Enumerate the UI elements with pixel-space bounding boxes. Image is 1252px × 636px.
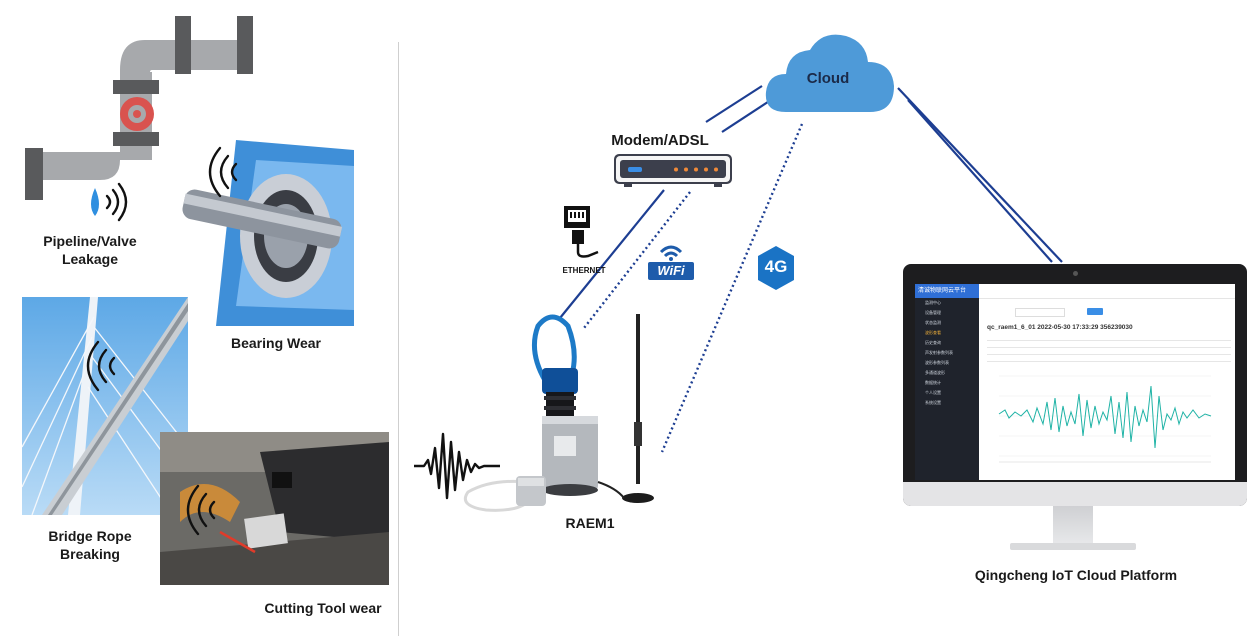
cellular-4g-icon xyxy=(758,246,794,290)
ethernet-label: ETHERNET xyxy=(562,266,606,275)
pipeline-valve-illustration xyxy=(25,16,253,222)
monitor-camera xyxy=(1073,271,1078,276)
cloud-platform-line-2 xyxy=(907,99,1053,263)
section-divider xyxy=(398,42,399,636)
monitor-stand-neck xyxy=(1053,506,1093,544)
screen-sidebar: 清诚物联网云平台 监测中心设备管理状态监测波形查看历史查询声发射参数列表波形参数… xyxy=(915,284,979,480)
screen-menu-item: 设备管理 xyxy=(925,310,941,315)
screen-menu-item: 监测中心 xyxy=(925,300,941,305)
screen-menu-item: 多通道波形 xyxy=(925,370,945,375)
bearing-sound-waves-icon xyxy=(208,146,238,198)
platform-monitor: 清诚物联网云平台 监测中心设备管理状态监测波形查看历史查询声发射参数列表波形参数… xyxy=(903,264,1247,506)
ethernet-icon xyxy=(564,206,599,258)
monitor-stand-base xyxy=(1010,543,1136,550)
screen-menu-item: 波形查看 xyxy=(925,330,941,335)
cloud-modem-line-2 xyxy=(721,97,775,133)
cutting-sound-waves-icon xyxy=(186,484,216,536)
screen-menu-item: 历史查询 xyxy=(925,340,941,345)
platform-screen: 清诚物联网云平台 监测中心设备管理状态监测波形查看历史查询声发射参数列表波形参数… xyxy=(915,284,1235,480)
acoustic-waveform-icon xyxy=(414,432,500,500)
screen-menu-item: 个人设置 xyxy=(925,390,941,395)
modem-router-icon xyxy=(614,154,732,187)
bridge-sound-waves-icon xyxy=(86,340,116,392)
cloud-label: Cloud xyxy=(806,70,850,87)
wifi-label: WiFi xyxy=(657,263,685,278)
screen-menu-item: 状态监测 xyxy=(925,320,941,325)
label-bridge-rope-breaking: Bridge Rope Breaking xyxy=(48,528,132,562)
label-pipeline-valve-leakage: Pipeline/Valve Leakage xyxy=(43,233,137,267)
raem1-label: RAEM1 xyxy=(565,515,615,531)
platform-caption: Qingcheng IoT Cloud Platform xyxy=(974,567,1178,583)
screen-menu-item: 声发射参数列表 xyxy=(925,350,953,355)
monitor-chin xyxy=(903,482,1247,506)
screen-search-button xyxy=(1087,308,1103,315)
screen-waveform-chart xyxy=(998,375,1212,463)
screen-table xyxy=(987,334,1231,362)
screen-brand: 清诚物联网云平台 xyxy=(915,284,979,298)
raem1-device-image xyxy=(463,314,654,512)
modem-label: Modem/ADSL xyxy=(611,132,709,149)
cloud-platform-line xyxy=(897,87,1063,263)
screen-topbar xyxy=(979,284,1235,299)
wifi-line xyxy=(583,191,691,329)
screen-menu: 监测中心设备管理状态监测波形查看历史查询声发射参数列表波形参数列表多通道波形数据… xyxy=(915,298,979,408)
label-bearing-wear: Bearing Wear xyxy=(231,335,321,351)
ethernet-line xyxy=(559,189,665,319)
wifi-icon xyxy=(648,245,694,280)
screen-menu-item: 波形参数列表 xyxy=(925,360,949,365)
screen-menu-item: 数据统计 xyxy=(925,380,941,385)
screen-menu-item: 系统设置 xyxy=(925,400,941,405)
label-cutting-tool-wear: Cutting Tool wear xyxy=(264,600,382,616)
bearing-photo xyxy=(176,130,354,326)
cloud-icon xyxy=(765,34,894,112)
cellular-4g-label: 4G xyxy=(764,257,788,276)
cloud-modem-line xyxy=(705,85,763,123)
bridge-rope-photo xyxy=(22,297,188,515)
applications-panel: Pipeline/Valve Leakage Bearing Wear xyxy=(0,0,398,636)
screen-title: qc_raem1_6_01 2022-05-30 17:33:29 356239… xyxy=(987,324,1133,331)
cutting-tool-photo xyxy=(160,432,389,585)
screen-search-input xyxy=(1015,308,1065,317)
